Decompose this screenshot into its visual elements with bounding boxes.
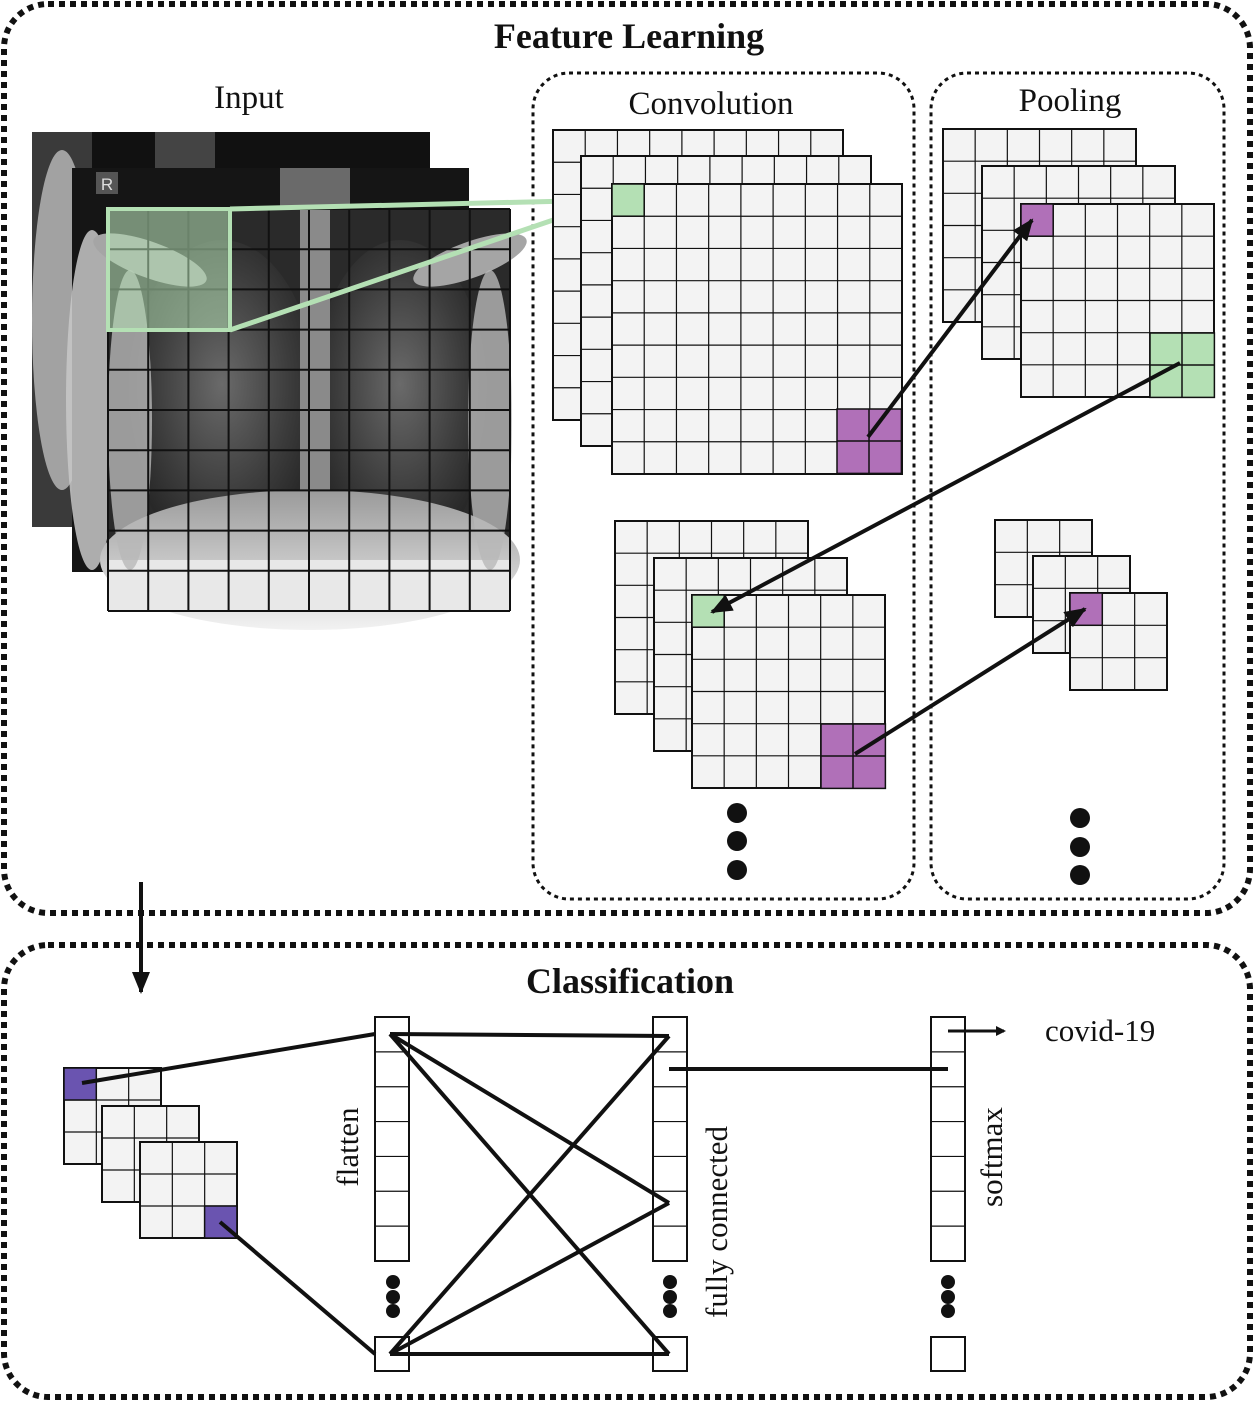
feature-learning-border (1, 1, 1253, 916)
flatten-label: flatten (330, 1107, 365, 1187)
feature-learning-title: Feature Learning (494, 16, 764, 56)
convolution-ellipsis (727, 803, 747, 880)
feature-map-grids (552, 128, 1216, 790)
classification-panel: Classification covid-19 flatten fully co… (1, 942, 1253, 1400)
conv-to-pool-arrow-2 (853, 607, 1087, 756)
fully-connected-vector (652, 1016, 688, 1262)
pooling-label: Pooling (1019, 83, 1122, 119)
softmax-vector (930, 1016, 966, 1262)
pooled-first-cell (63, 1067, 98, 1101)
fully-connected-label: fully connected (699, 1126, 734, 1318)
conv2-receptive-cell (691, 594, 725, 628)
softmax-last-node (930, 1336, 966, 1372)
pool2-highlight-cell (1069, 592, 1104, 627)
convolution-label: Convolution (628, 86, 793, 122)
pooled-map-front (139, 1141, 238, 1239)
receptive-field-projection-top (229, 197, 613, 212)
pooling-ellipsis (1070, 808, 1090, 885)
input-xray-stack: R (32, 132, 613, 630)
receptive-field-projection-bottom (229, 197, 613, 333)
classification-grids (63, 1016, 966, 1372)
input-label: Input (214, 80, 284, 116)
xray-marker-r: R (101, 175, 113, 194)
fully-connected-ellipsis (663, 1275, 677, 1318)
flatten-vector (374, 1016, 410, 1262)
feature-learning-panel: Feature Learning Input Convolution Pooli… (1, 1, 1253, 916)
classification-border (1, 942, 1253, 1400)
flatten-ellipsis (386, 1275, 400, 1318)
pool-to-conv-arrow (710, 361, 1181, 614)
network-connections (81, 1032, 948, 1356)
classification-title: Classification (526, 961, 734, 1001)
conv1-receptive-cell (611, 183, 645, 217)
conv-to-pool-arrow-1 (866, 218, 1034, 439)
softmax-ellipsis (941, 1275, 955, 1318)
output-label: covid-19 (1045, 1013, 1155, 1048)
softmax-label: softmax (974, 1107, 1009, 1207)
receptive-field-highlight (106, 207, 232, 332)
convolution-box (531, 71, 916, 901)
